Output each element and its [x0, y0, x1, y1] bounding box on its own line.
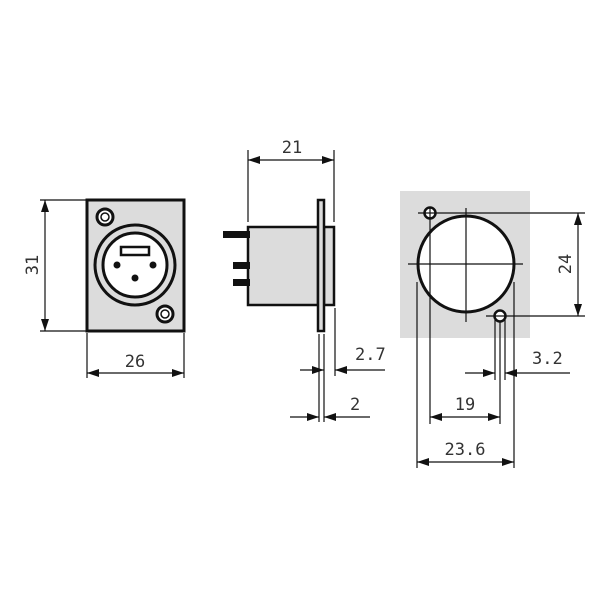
latch-slot [119, 245, 151, 257]
dim-cutout-dia-label: 23.6 [445, 440, 486, 460]
dim-depth-label: 21 [282, 138, 302, 158]
pin-3 [131, 274, 139, 282]
cutout-view: 24 3.2 19 23.6 [400, 191, 585, 468]
front-lip [322, 225, 336, 307]
connector-body [246, 225, 320, 307]
pin-1 [113, 261, 121, 269]
dim-flange-label: 2.7 [355, 345, 386, 365]
front-view: 31 26 [23, 198, 186, 378]
dim-hole-spacing-h-label: 19 [455, 395, 475, 415]
side-view: 21 2.7 2 [223, 138, 386, 422]
connector-face [101, 231, 169, 299]
dim-hole-dia-label: 3.2 [532, 349, 563, 369]
dim-height-label: 31 [23, 255, 43, 275]
dim-hole-spacing-v-label: 24 [556, 254, 576, 274]
dim-width-label: 26 [125, 352, 145, 372]
pin-2 [149, 261, 157, 269]
solder-pin [233, 262, 250, 269]
dim-panel-label: 2 [350, 395, 360, 415]
flange [316, 198, 326, 333]
solder-pin-long [223, 231, 250, 238]
solder-pin [233, 279, 250, 286]
